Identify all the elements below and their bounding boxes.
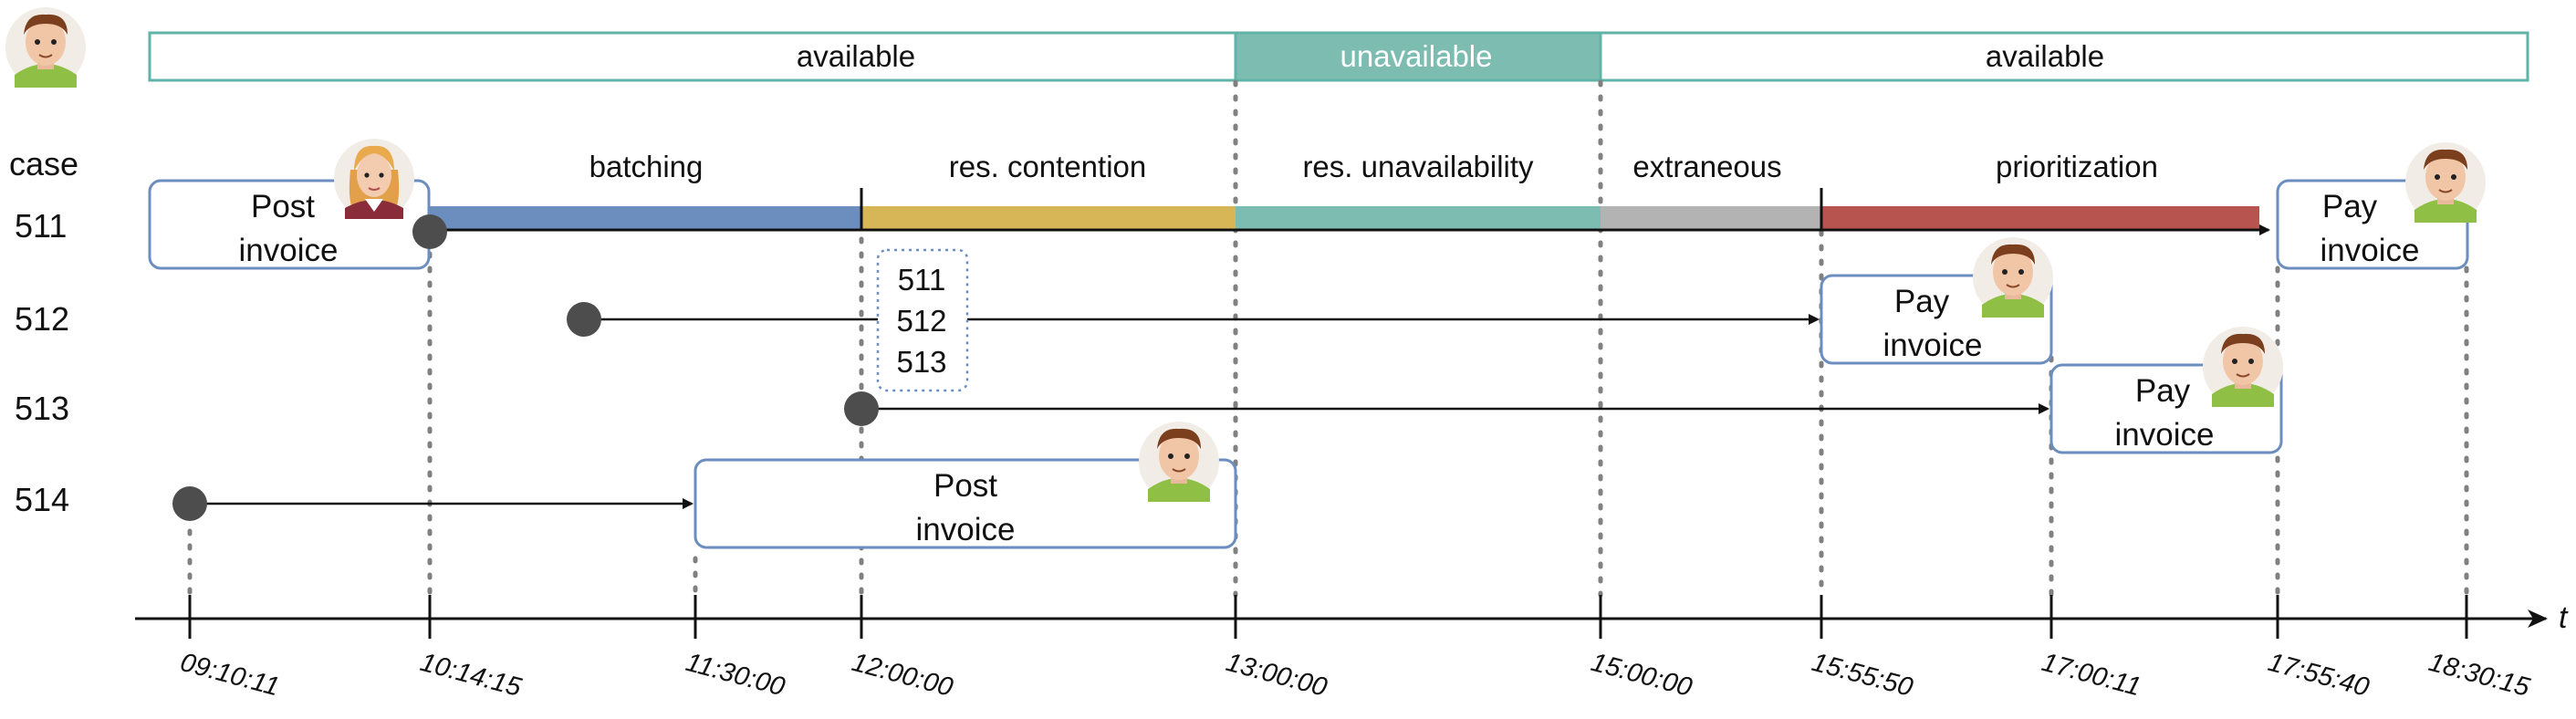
tick-label: 09:10:11 <box>177 648 282 703</box>
axis-symbol: t <box>2559 600 2569 635</box>
availability-label-2: unavailable <box>1340 39 1493 73</box>
man-avatar-icon <box>2404 141 2487 224</box>
tick-label: 17:55:40 <box>2265 648 2372 703</box>
segment-unavailability <box>1236 206 1601 230</box>
case-label-514: 514 <box>15 481 69 518</box>
segment-label-batching: batching <box>589 150 704 183</box>
availability-label-3: available <box>1986 39 2104 73</box>
man-avatar-icon <box>1972 236 2054 318</box>
tick-label: 10:14:15 <box>417 648 525 703</box>
case-512-start-dot <box>567 302 601 337</box>
activity-line2: invoice <box>1883 328 1983 363</box>
activity-post-invoice-511: Post invoice <box>148 138 431 270</box>
activity-pay-invoice-513: Pay invoice <box>2049 326 2284 454</box>
tick-label: 15:00:00 <box>1588 648 1695 703</box>
time-axis: t 09:10:11 10:14:15 11:30:00 12:00:00 13… <box>135 595 2569 703</box>
activity-line1: Post <box>933 468 997 504</box>
segment-batching <box>430 206 861 230</box>
case-514-start-dot <box>172 486 207 521</box>
activity-line1: Post <box>251 189 315 224</box>
segment-label-extraneous: extraneous <box>1632 150 1781 183</box>
activity-line2: invoice <box>239 233 339 268</box>
man-avatar-icon <box>1138 421 1220 503</box>
segment-label-contention: res. contention <box>949 150 1146 183</box>
activity-post-invoice-514: Post invoice <box>694 421 1237 549</box>
availability-available-1 <box>148 31 1237 82</box>
case-511-waiting-bar <box>430 188 2270 235</box>
tick-label: 11:30:00 <box>683 648 787 703</box>
queue-item: 511 <box>898 263 946 297</box>
case-header: case <box>9 145 78 182</box>
queue-item: 512 <box>896 304 946 338</box>
availability-available-2 <box>1599 31 2529 82</box>
case-513-start-dot <box>844 391 879 426</box>
man-avatar-icon <box>2202 326 2284 408</box>
case-label-513: 513 <box>15 390 69 427</box>
activity-line1: Pay <box>2322 189 2378 224</box>
queue-box: 511 512 513 <box>876 248 969 392</box>
activity-line1: Pay <box>2135 373 2191 409</box>
segment-contention <box>861 206 1236 230</box>
case-511-start-dot <box>412 214 447 249</box>
segment-prioritization <box>1821 206 2259 230</box>
tick-label: 17:00:11 <box>2039 648 2143 703</box>
activity-pay-invoice-511: Pay invoice <box>2276 141 2487 270</box>
segment-label-unavailability: res. unavailability <box>1302 150 1534 183</box>
case-label-511: 511 <box>15 207 67 245</box>
activity-line2: invoice <box>2320 233 2420 268</box>
activity-line1: Pay <box>1894 284 1950 319</box>
tick-label: 15:55:50 <box>1809 648 1915 703</box>
case-label-512: 512 <box>15 300 69 338</box>
availability-unavailable <box>1234 31 1602 82</box>
segment-label-prioritization: prioritization <box>1996 150 2158 183</box>
segment-extraneous <box>1601 206 1821 230</box>
queue-item: 513 <box>896 345 946 379</box>
tick-label: 18:30:15 <box>2425 648 2533 703</box>
activity-pay-invoice-512: Pay invoice <box>1820 236 2054 365</box>
tick-label: 13:00:00 <box>1223 648 1330 703</box>
activity-line2: invoice <box>916 512 1016 547</box>
availability-bar: available unavailable available <box>148 31 2529 82</box>
man-avatar-icon <box>5 6 87 89</box>
tick-label: 12:00:00 <box>849 648 955 703</box>
woman-avatar-icon <box>333 138 415 220</box>
activity-line2: invoice <box>2115 417 2215 453</box>
availability-label-1: available <box>797 39 915 73</box>
